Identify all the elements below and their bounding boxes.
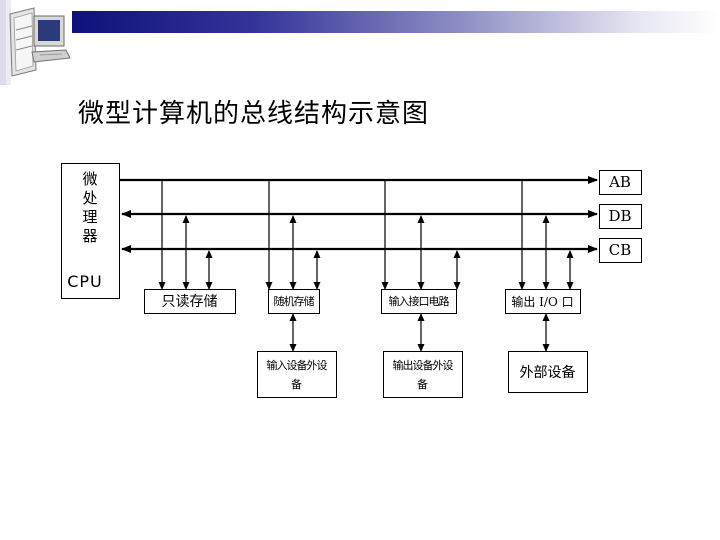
device-peripheral: 外部设备: [508, 351, 588, 393]
module-ram: 随机存储: [268, 289, 320, 314]
cpu-char: 微: [82, 170, 98, 188]
header-gradient-bar: [72, 11, 720, 33]
cpu-char: 器: [82, 227, 98, 245]
module-rom: 只读存储: [144, 289, 236, 314]
module-io-port: 输出 I/O 口: [505, 289, 581, 314]
bus-label-db: DB: [599, 204, 642, 229]
computer-icon: [0, 0, 71, 85]
cpu-char: 处: [82, 189, 98, 207]
cpu-label: CPU: [67, 272, 103, 291]
cpu-box: 微 处 理 器 CPU: [61, 163, 120, 299]
module-input-interface: 输入接口电路: [381, 289, 457, 314]
bus-label-cb: CB: [599, 238, 642, 263]
bus-label-ab: AB: [599, 170, 642, 195]
device-output: 输出设备外设 备: [383, 351, 463, 398]
cpu-char: 理: [82, 208, 98, 226]
cpu-name-column: 微 处 理 器: [62, 170, 118, 246]
device-input: 输入设备外设 备: [257, 351, 337, 398]
page-title: 微型计算机的总线结构示意图: [78, 99, 430, 129]
